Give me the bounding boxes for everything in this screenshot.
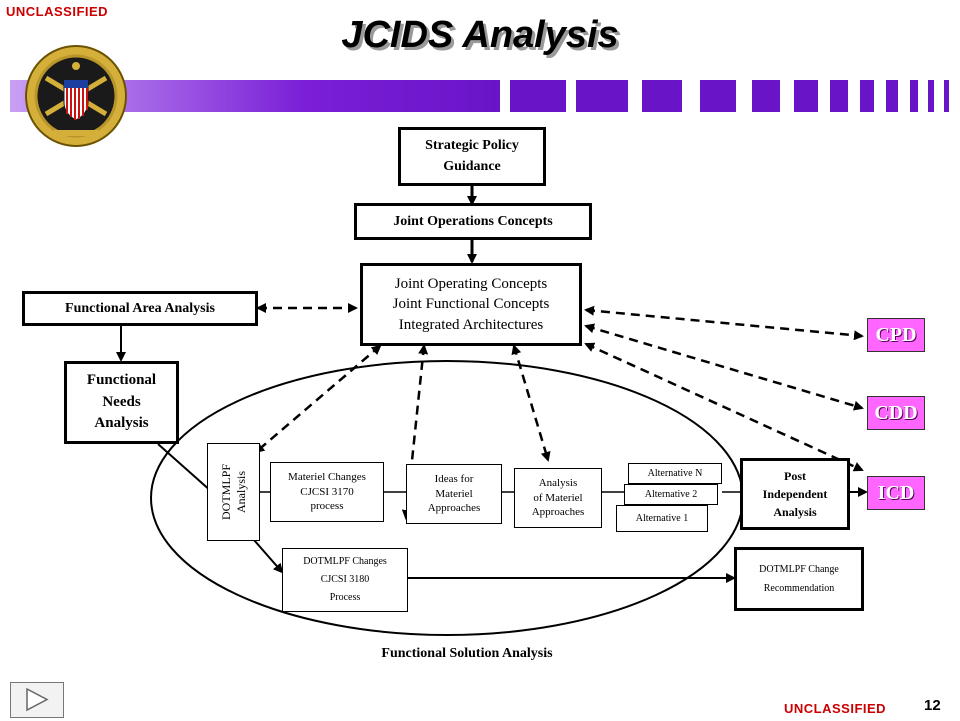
alternative-2-box: Alternative 2 <box>624 484 718 505</box>
classification-top: UNCLASSIFIED <box>6 4 109 19</box>
dotmlpf-analysis-box: DOTMLPF Analysis <box>207 443 260 541</box>
joint-operations-concepts-box: Joint Operations Concepts <box>354 203 592 240</box>
page-title: JCIDS Analysis <box>341 14 619 56</box>
cpd-document: CPD <box>867 318 925 352</box>
functional-area-analysis-box: Functional Area Analysis <box>22 291 258 326</box>
ideas-materiel-approaches-box: Ideas for Materiel Approaches <box>406 464 502 524</box>
dashed-concepts-analysis <box>511 344 551 462</box>
classification-bottom: UNCLASSIFIED <box>784 701 887 716</box>
forward-nav-icon <box>26 687 49 712</box>
line-fna-to-dotmlpf <box>157 443 213 493</box>
dashed-concepts-icd <box>584 342 864 472</box>
analysis-materiel-approaches-box: Analysis of Materiel Approaches <box>514 468 602 528</box>
dashed-concepts-dotmlpf <box>254 344 382 454</box>
cdd-document: CDD <box>867 396 925 430</box>
post-independent-analysis-box: Post Independent Analysis <box>740 458 850 530</box>
dashed-concepts-cpd <box>584 305 864 341</box>
strategic-policy-guidance-box: Strategic Policy Guidance <box>398 127 546 186</box>
alternative-n-box: Alternative N <box>628 463 722 484</box>
joint-chiefs-seal-icon <box>25 45 127 147</box>
dotmlpf-change-recommendation-box: DOTMLPF Change Recommendation <box>734 547 864 611</box>
alternative-1-box: Alternative 1 <box>616 505 708 532</box>
functional-solution-analysis-label: Functional Solution Analysis <box>381 646 553 661</box>
page-number: 12 <box>924 697 941 714</box>
functional-needs-analysis-box: Functional Needs Analysis <box>64 361 179 444</box>
materiel-changes-box: Materiel Changes CJCSI 3170 process <box>270 462 384 522</box>
joint-concepts-architectures-box: Joint Operating Concepts Joint Functiona… <box>360 263 582 346</box>
forward-nav-button[interactable] <box>10 682 64 718</box>
dotmlpf-analysis-label: DOTMLPF Analysis <box>218 463 248 521</box>
dashed-concepts-cdd <box>584 323 864 411</box>
dotmlpf-changes-box: DOTMLPF Changes CJCSI 3180 Process <box>282 548 408 612</box>
icd-document: ICD <box>867 476 925 510</box>
